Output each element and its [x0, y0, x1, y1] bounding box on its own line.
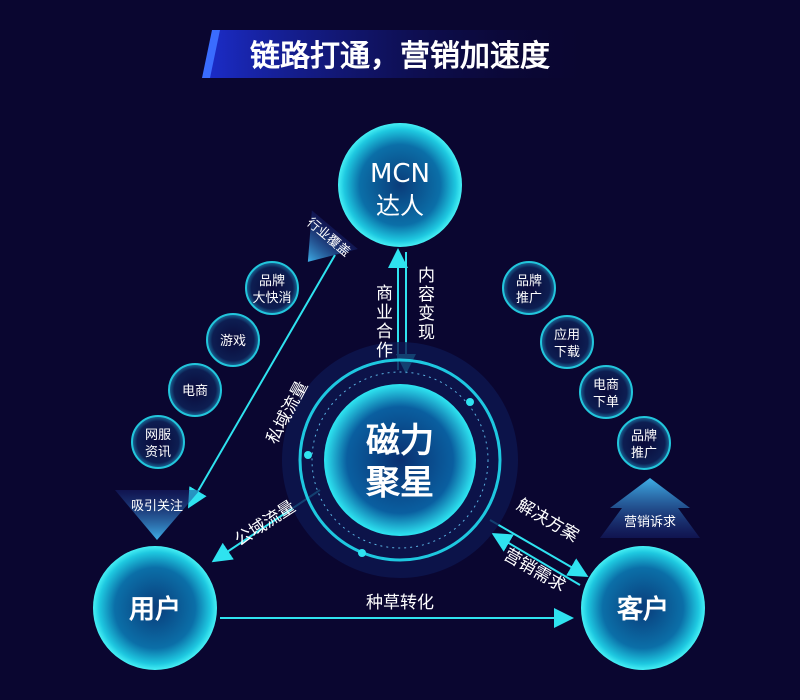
mcn-node: MCN 达人: [338, 123, 462, 247]
center-node: 磁力 聚星: [282, 342, 518, 578]
business-coop-label: 商业合作: [372, 284, 392, 360]
category-label: 电商: [593, 378, 619, 393]
content-monetize-label: 内容变现: [414, 266, 434, 342]
category-label: 游戏: [220, 334, 246, 349]
category-sublabel: 推广: [631, 446, 657, 461]
category-sublabel: 大快消: [252, 291, 291, 306]
title-banner: 链路打通，营销加速度: [202, 30, 600, 78]
demand-arrow: [491, 532, 581, 586]
category-label: 品牌: [259, 273, 285, 289]
category-label: 应用: [554, 327, 580, 343]
center-title-line1: 磁力: [366, 421, 434, 461]
category-label: 电商: [182, 384, 208, 399]
marketing-appeal-arrow: 营销诉求: [600, 478, 700, 538]
conversion-label: 种草转化: [366, 593, 434, 613]
user-node: 用户: [93, 546, 217, 670]
category-sublabel: 资讯: [145, 445, 171, 460]
private-traffic-arrow: [187, 254, 336, 509]
mcn-sublabel: 达人: [376, 192, 424, 220]
category-circle: 游戏: [206, 313, 260, 367]
attract-chevron: 吸引关注: [115, 490, 200, 540]
category-label: 品牌: [631, 428, 657, 444]
category-circle: 电商: [168, 363, 222, 417]
category-label: 网服: [145, 428, 171, 443]
page-title: 链路打通，营销加速度: [250, 39, 550, 74]
public-traffic-label: 公域流量: [231, 497, 299, 551]
mcn-label: MCN: [370, 159, 430, 189]
center-title-line2: 聚星: [365, 463, 434, 503]
client-label: 客户: [617, 594, 669, 625]
category-label: 品牌: [516, 273, 542, 289]
attract-label: 吸引关注: [131, 499, 183, 514]
category-sublabel: 推广: [516, 291, 542, 306]
industry-cover-chevron: 行业覆盖: [303, 210, 358, 262]
connectors: [187, 248, 589, 628]
client-node: 客户: [581, 546, 705, 670]
category-sublabel: 下单: [593, 395, 619, 410]
user-label: 用户: [129, 594, 181, 625]
marketing-appeal-label: 营销诉求: [624, 515, 676, 530]
marketing-demand-label: 营销需求: [500, 545, 569, 596]
solution-arrow: [489, 519, 589, 578]
category-sublabel: 下载: [554, 345, 580, 360]
